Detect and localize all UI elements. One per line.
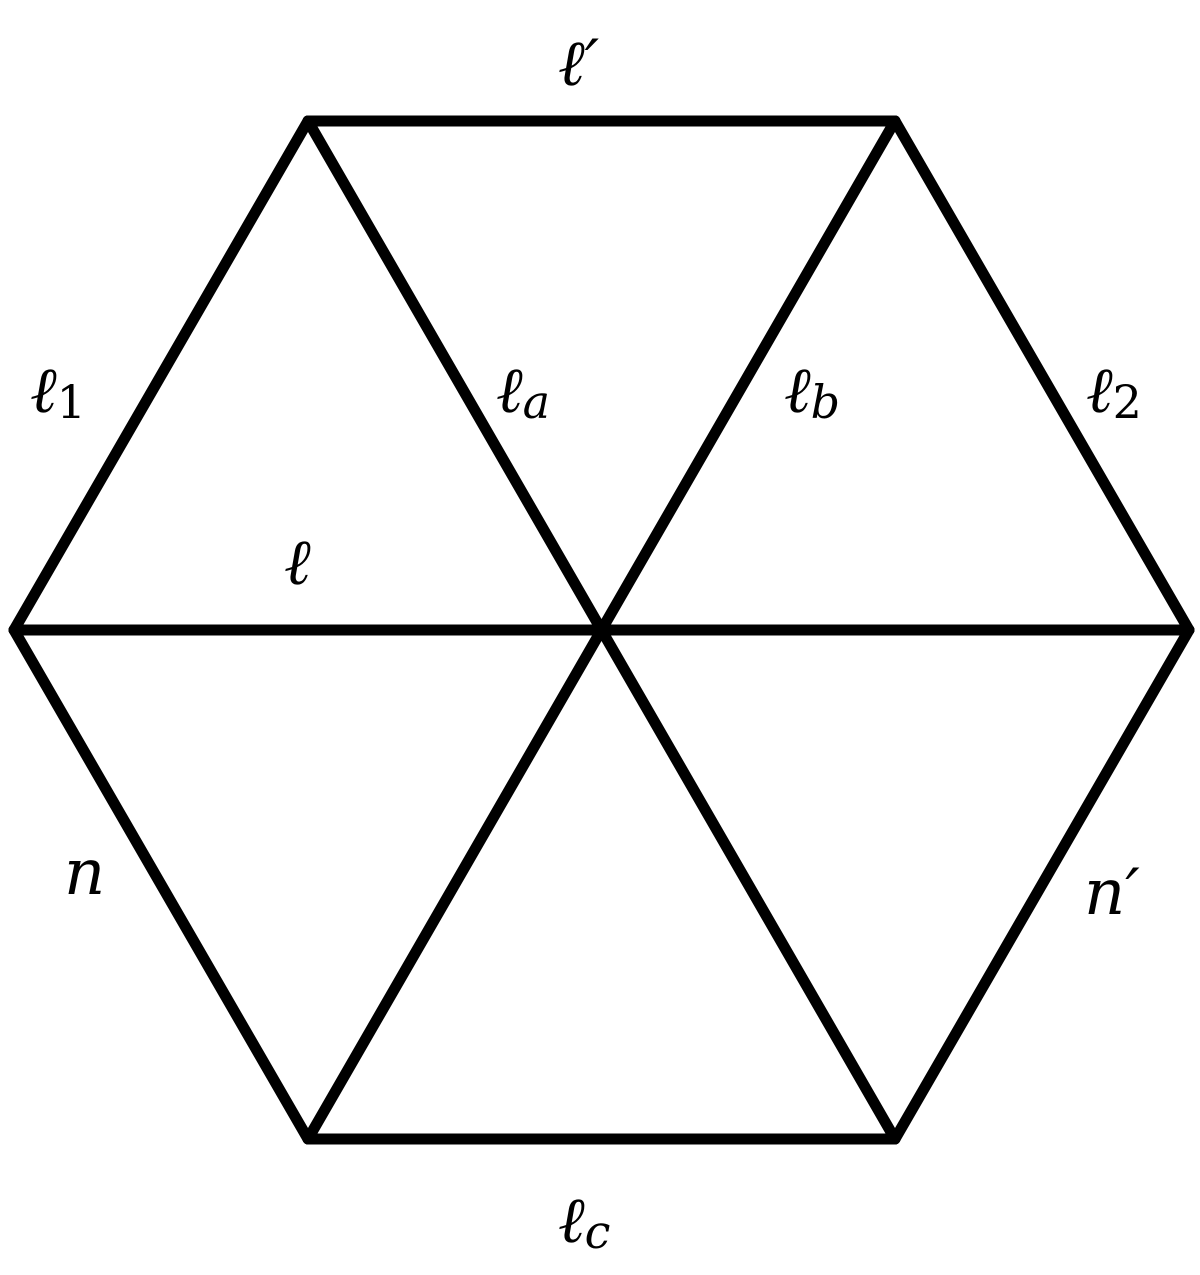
label-horizontal-base: ℓ — [284, 526, 311, 600]
label-diag-a-base: ℓ — [496, 354, 523, 428]
label-diag-b: ℓb — [784, 354, 840, 429]
edge-lower-left — [8, 624, 314, 1145]
label-upper-right: ℓ2 — [1086, 354, 1142, 429]
label-bottom-sub: c — [585, 1205, 611, 1259]
label-diag-b-sub: b — [811, 375, 840, 429]
label-top: ℓ′ — [558, 27, 600, 101]
label-upper-right-sub: 2 — [1113, 375, 1142, 429]
edge-diagonal-b — [302, 115, 901, 1145]
label-horizontal: ℓ — [284, 526, 311, 600]
label-diag-a-sub: a — [523, 375, 550, 429]
label-diag-a: ℓa — [496, 354, 550, 429]
label-bottom: ℓc — [558, 1184, 610, 1259]
label-lower-right-base: n′ — [1084, 856, 1140, 930]
edge-lower-right — [889, 624, 1195, 1145]
label-upper-right-base: ℓ — [1086, 354, 1113, 428]
label-bottom-base: ℓ — [558, 1184, 585, 1258]
label-lower-right: n′ — [1084, 856, 1140, 930]
label-lower-left: n — [64, 836, 105, 910]
edge-upper-right — [889, 115, 1195, 636]
label-upper-left-sub: 1 — [57, 375, 86, 429]
label-top-base: ℓ′ — [558, 27, 600, 101]
label-lower-left-base: n — [64, 836, 105, 910]
label-upper-left: ℓ1 — [30, 354, 86, 429]
label-upper-left-base: ℓ — [30, 354, 57, 428]
edge-upper-left — [8, 115, 314, 636]
label-diag-b-base: ℓ — [784, 354, 811, 428]
